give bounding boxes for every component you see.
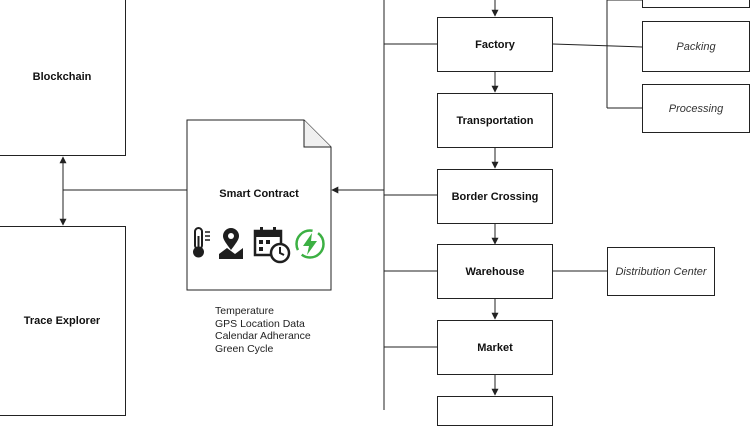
trace-explorer-label: Trace Explorer [23, 315, 101, 327]
calendar-clock-icon [253, 227, 291, 264]
branch-processing-label: Processing [668, 102, 724, 115]
smart-contract-document [186, 119, 332, 291]
stage-transportation: Transportation [437, 93, 553, 148]
stage-border-crossing-label: Border Crossing [451, 190, 539, 203]
note-green-cycle: Green Cycle [215, 342, 274, 355]
note-calendar: Calendar Adherance [215, 330, 311, 342]
branch-top-partial [642, 0, 750, 8]
branch-distribution-center: Distribution Center [607, 247, 715, 296]
branch-packing: Packing [642, 21, 750, 72]
note-gps: GPS Location Data [215, 317, 305, 330]
contract-notes: Temperature GPS Location Data Calendar A… [215, 305, 311, 355]
trace-explorer-node: Trace Explorer [0, 226, 126, 416]
green-bolt-icon [295, 229, 325, 259]
stage-factory: Factory [437, 17, 553, 72]
note-temperature: Temperature [215, 305, 274, 317]
stage-transportation-label: Transportation [456, 114, 534, 127]
stage-next-partial [437, 396, 553, 426]
map-pin-icon [219, 228, 243, 259]
stage-market: Market [437, 320, 553, 375]
branch-processing: Processing [642, 84, 750, 133]
stage-warehouse-label: Warehouse [465, 265, 525, 278]
blockchain-node: Blockchain [0, 0, 126, 156]
factory-to-packing-line [552, 43, 643, 48]
smart-contract-title: Smart Contract [219, 188, 299, 200]
thermometer-icon [193, 227, 210, 258]
connector-layer [59, 0, 643, 410]
blockchain-label: Blockchain [32, 71, 92, 83]
branch-packing-label: Packing [676, 40, 716, 53]
branch-distribution-center-label: Distribution Center [615, 265, 707, 278]
stage-market-label: Market [477, 341, 513, 354]
stage-factory-label: Factory [475, 38, 515, 51]
stage-warehouse: Warehouse [437, 244, 553, 299]
stage-border-crossing: Border Crossing [437, 169, 553, 224]
